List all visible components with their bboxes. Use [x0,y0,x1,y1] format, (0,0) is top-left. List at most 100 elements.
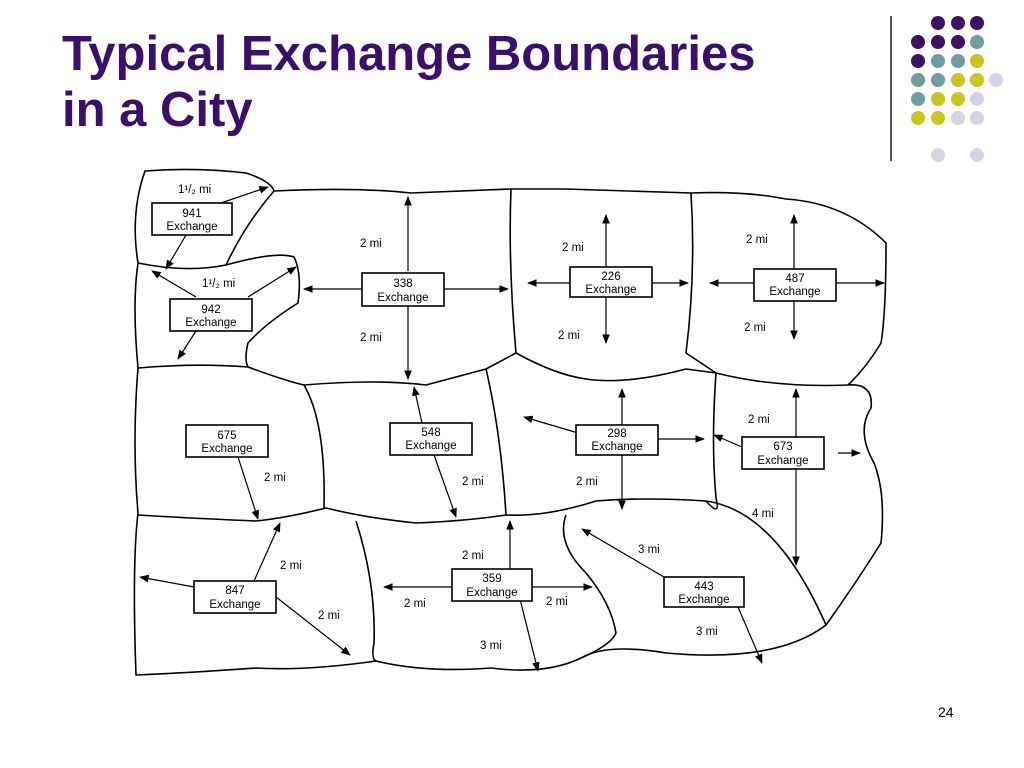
exchange-box-226 [569,266,653,298]
distance-673-down: 4 mi [752,508,774,520]
exchange-box-443 [663,576,745,608]
exchange-226-number: 226 [601,271,620,283]
arrow-847-left [139,574,195,588]
decorative-dot [931,148,945,162]
distance-226-down: 2 mi [558,330,580,342]
decorative-dot [931,73,945,87]
arrow-942-b [151,270,197,298]
exchange-359-number: 359 [482,573,501,585]
decorative-dot [911,111,925,125]
decorative-dot [931,16,945,30]
city-boundary [133,168,887,676]
exchange-338-number: 338 [393,278,412,290]
decorative-dot [911,92,925,106]
distance-942: 1¹/₂ mi [202,278,235,290]
boundary-942-338 [225,254,301,368]
decorative-dot [951,16,965,30]
exchange-443-number: 443 [694,581,713,593]
exchange-338-label: Exchange [377,292,428,304]
boundary-298-673 [705,372,719,510]
distance-941: 1¹/₂ mi [178,184,211,196]
decorative-divider [890,16,892,161]
exchange-673-number: 673 [773,441,792,453]
exchange-487-label: Exchange [769,286,820,298]
decorative-dot [931,92,945,106]
exchange-942-number: 942 [201,304,220,316]
arrow-942-c [177,330,197,360]
decorative-dot [911,54,925,68]
boundary-359-443 [562,514,617,659]
decorative-dot [970,111,984,125]
exchange-675-label: Exchange [201,443,252,455]
boundary-548-298 [485,368,507,516]
exchange-847-number: 847 [225,585,244,597]
decorative-dot [970,16,984,30]
decorative-dot [970,73,984,87]
exchange-box-487 [753,268,837,302]
arrow-941-a [220,186,269,204]
distance-359-up: 2 mi [462,550,484,562]
exchange-box-673 [741,436,825,470]
arrow-847-up [253,522,281,582]
page-number: 24 [938,704,954,720]
arrow-675-down [237,456,260,520]
decorative-dot [951,111,965,125]
decorative-dot-grid [911,16,1003,162]
exchange-boundary-map: 941 Exchange 942 Exchange 338 Exchange 2… [133,168,887,676]
distance-487-up: 2 mi [746,234,768,246]
arrow-941-b [165,234,187,270]
exchange-box-359 [451,568,533,602]
arrow-548-up [412,386,423,424]
exchange-941-label: Exchange [166,221,217,233]
exchange-941-number: 941 [182,208,201,220]
boundary-338-226 [509,188,517,354]
distance-338-down: 2 mi [360,332,382,344]
distance-675: 2 mi [264,472,286,484]
boundary-675-548 [303,384,325,509]
arrow-298-left [523,415,579,434]
decorative-dot [931,35,945,49]
decorative-dot [931,54,945,68]
exchange-487-number: 487 [785,273,804,285]
exchange-942-label: Exchange [185,317,236,329]
exchange-box-548 [389,422,473,456]
decorative-dot [911,35,925,49]
boundary-226-487 [685,192,717,374]
exchange-box-298 [575,424,659,456]
decorative-dot [951,54,965,68]
exchange-673-label: Exchange [757,455,808,467]
exchange-675-number: 675 [217,430,236,442]
distance-443-down: 3 mi [696,626,718,638]
slide-title: Typical Exchange Boundaries in a City [62,26,755,138]
exchange-box-941 [151,202,233,236]
arrow-443-up [581,528,665,578]
boundary-row2-bottom [137,498,827,626]
decorative-dot [911,73,925,87]
decorative-dot [970,92,984,106]
arrow-942-a [247,266,297,298]
arrow-847-down [275,596,351,656]
decorative-dot [931,111,945,125]
exchange-box-942 [169,298,253,332]
exchange-box-675 [185,424,269,458]
distance-847-down: 2 mi [318,610,340,622]
exchange-443-label: Exchange [678,594,729,606]
title-line-1: Typical Exchange Boundaries [62,27,756,81]
distance-847-up: 2 mi [280,560,302,572]
exchange-548-number: 548 [421,427,440,439]
decorative-dot [951,92,965,106]
arrow-673-left [713,434,743,448]
exchange-box-847 [193,580,277,614]
decorative-dot [951,73,965,87]
decorative-dot [970,148,984,162]
decorative-dot [970,35,984,49]
arrow-443-down [737,606,763,664]
exchange-226-label: Exchange [585,284,636,296]
distance-359-down: 3 mi [480,640,502,652]
boundary-row1-bottom [137,352,849,387]
distance-548: 2 mi [462,476,484,488]
distance-359-left: 2 mi [404,598,426,610]
distance-487-down: 2 mi [744,322,766,334]
distance-443-up: 3 mi [638,544,660,556]
boundary-847-359 [355,520,377,662]
